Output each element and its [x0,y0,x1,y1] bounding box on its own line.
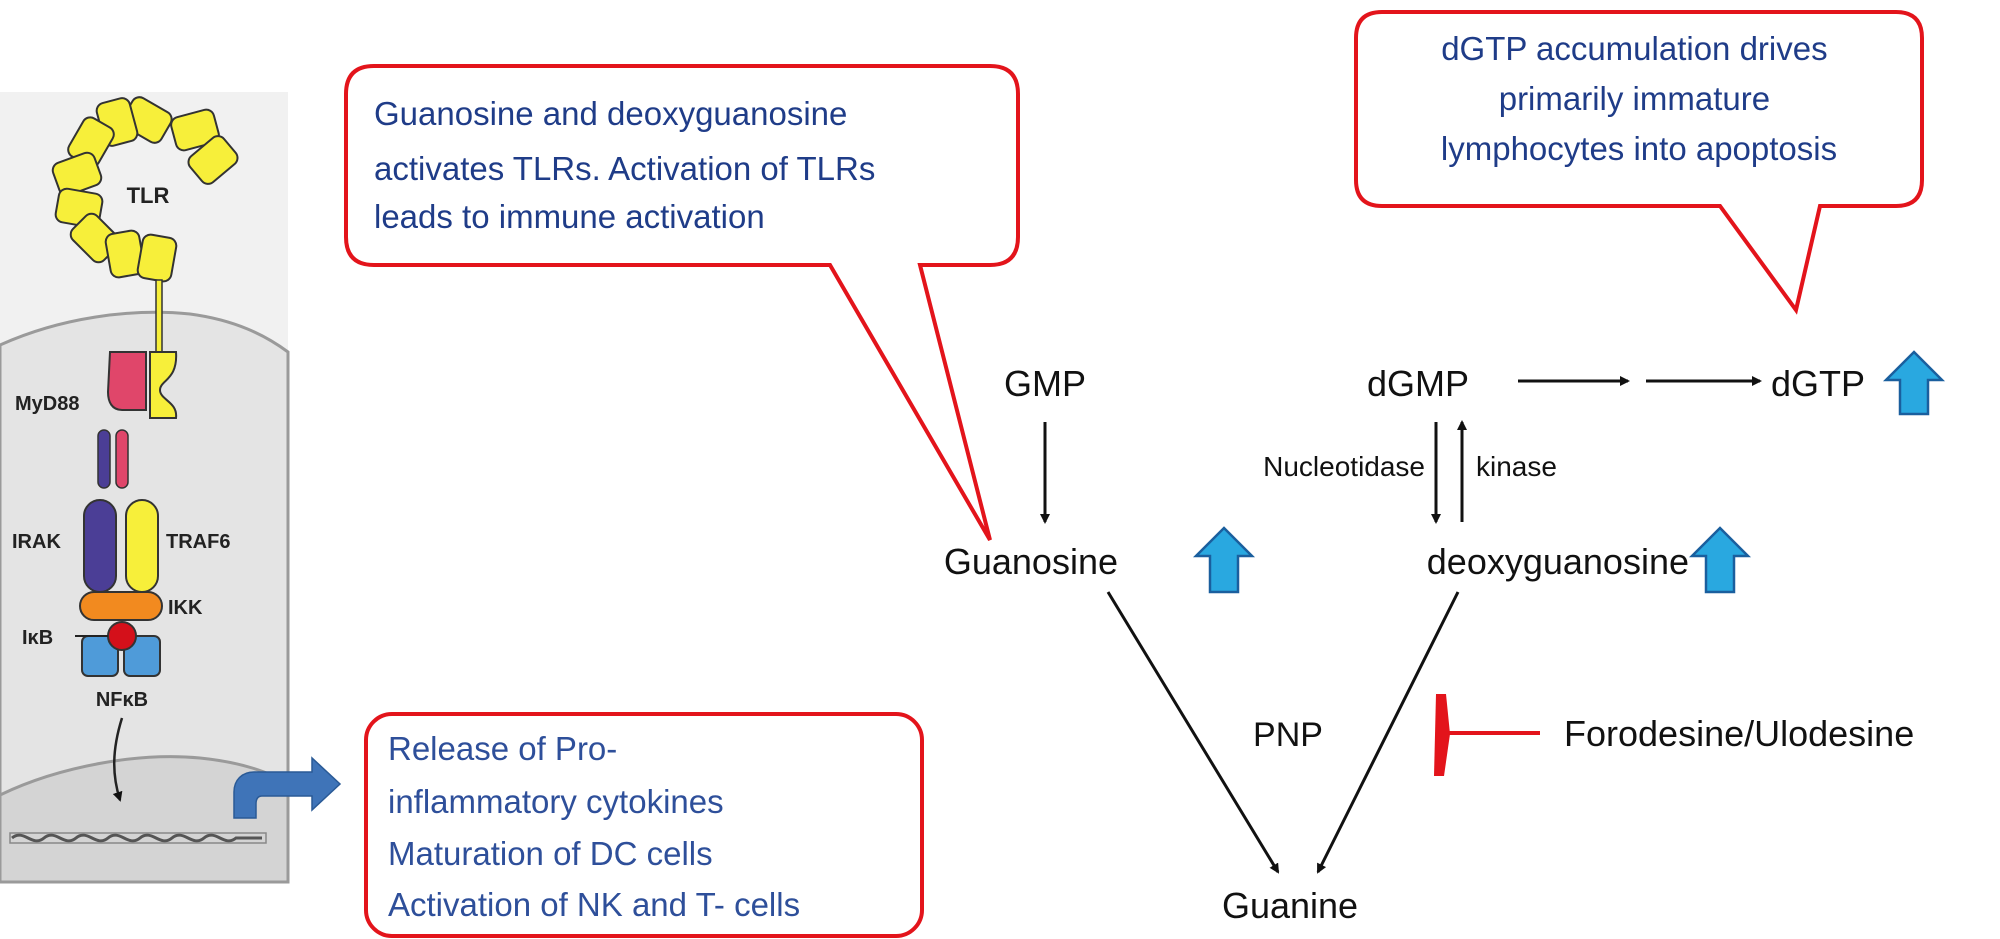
enzyme-kinase: kinase [1476,451,1557,482]
tlr-stalk [155,279,163,359]
inhibitor-label: Forodesine/Ulodesine [1564,713,1914,754]
svg-text:dGTP accumulation drives: dGTP accumulation drives primarily immat… [1441,30,1837,167]
ikk-label: IKK [168,597,203,619]
immune-effect-line-2: inflammatory cytokines [388,783,724,820]
callout-dgtp-line-2: primarily immature [1499,80,1770,117]
node-dgtp: dGTP [1771,363,1865,404]
dna-backbone [9,832,267,844]
svg-text:Release of Pro- inflamma: Release of Pro- inflammatory cytokines M… [388,730,800,923]
ikb-protein [107,621,137,651]
immune-effects-border [364,712,924,938]
immune-effect-line-4: Activation of NK and T- cells [388,886,800,923]
callout-dgtp-line-1: dGTP accumulation drives [1441,30,1827,67]
arrow-deoxyguanosine-to-guanine [1316,591,1460,874]
enzyme-pnp: PNP [1253,716,1323,754]
node-deoxyguanosine: deoxyguanosine [1427,541,1689,582]
node-guanine: Guanine [1222,885,1358,926]
traf6-label: TRAF6 [166,531,230,553]
myd88-label: MyD88 [15,393,79,415]
irak-label: IRAK [12,531,61,553]
callout-dgtp-shape [1354,10,1924,315]
ikb-label: IκB [22,627,53,649]
arrow-guanosine-to-guanine [1106,591,1280,874]
up-arrow-icon-guanosine [1192,526,1256,594]
traf6-protein [125,499,159,593]
svg-text:Guanosine and deoxyguanosine: Guanosine and deoxyguanosine activates T… [374,95,885,235]
nfkb-translocation-arrow [112,717,124,802]
ikk-protein [79,591,163,621]
node-gmp: GMP [1004,363,1086,404]
callout-tlr-activation: Guanosine and deoxyguanosine activates T… [344,64,1020,542]
callout-dgtp-line-3: lymphocytes into apoptosis [1441,130,1837,167]
node-guanosine: Guanosine [944,541,1118,582]
callout-tlr-line-2: activates TLRs. Activation of TLRs [374,150,875,187]
node-dgmp: dGMP [1367,363,1469,404]
callout-tlr-line-3: leads to immune activation [374,198,765,235]
tlr-label: TLR [127,183,170,208]
callout-tlr-activation-shape [344,64,1020,542]
inhibitor-bar [1434,694,1450,776]
myd88-linker [115,429,129,489]
immune-effect-line-3: Maturation of DC cells [388,835,713,872]
nfkb-label: NFκB [96,689,148,711]
tlr-tir-domain [149,351,178,419]
callout-dgtp-apoptosis: dGTP accumulation drives primarily immat… [1354,10,1924,315]
up-arrow-icon-dgtp [1882,350,1946,416]
dna-strand [11,833,262,843]
up-arrow-icon-deoxyguanosine [1688,526,1752,594]
irak-protein [83,499,117,593]
tlr-receptor [51,96,239,283]
irak-linker [97,429,111,489]
tlr-signaling-panel: TLR MyD88 IRAK TRAF6 IKK IκB NFκB [0,92,290,884]
bent-arrow-icon [233,756,342,819]
enzyme-nucleotidase: Nucleotidase [1263,451,1425,482]
immune-effects-box: Release of Pro- inflammatory cytokines M… [364,712,924,938]
myd88-domain [106,351,147,411]
immune-effect-line-1: Release of Pro- [388,730,617,767]
metabolic-pathway: GMP dGMP dGTP Guanosine deoxyguanosine N… [944,363,1914,926]
increase-indicators [1192,350,1946,594]
callout-tlr-line-1: Guanosine and deoxyguanosine [374,95,847,132]
